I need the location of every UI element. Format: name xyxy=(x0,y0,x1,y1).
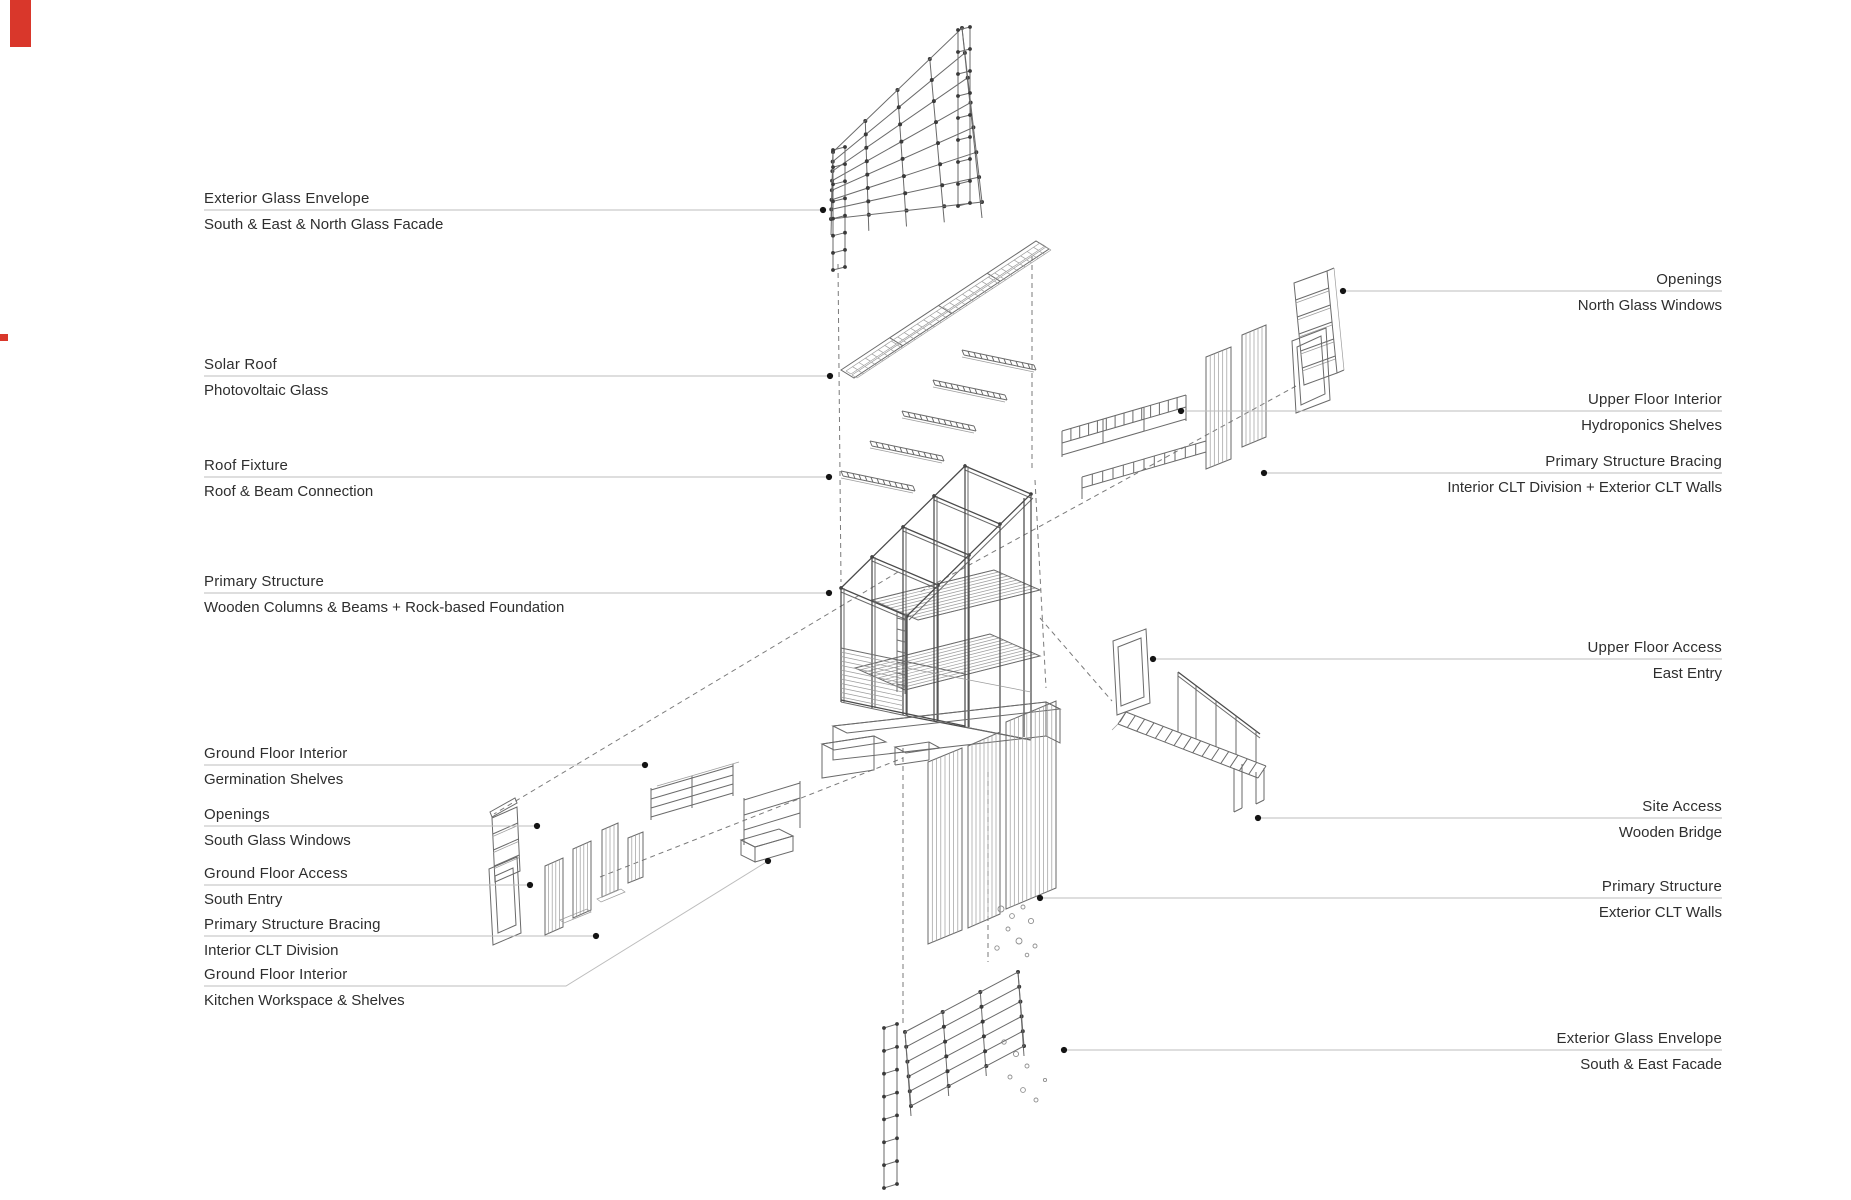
interior-clt-division-panels xyxy=(544,822,644,936)
east-entry-door xyxy=(1112,628,1151,716)
dashed-line xyxy=(919,385,1297,593)
label-title: Openings xyxy=(1656,271,1722,288)
leader-dot xyxy=(526,881,534,889)
leader-dot xyxy=(826,372,834,380)
dashed-line xyxy=(1034,479,1047,689)
red-scan-marks xyxy=(0,0,31,341)
leader-dot xyxy=(1260,469,1268,477)
label-subtitle: Roof & Beam Connection xyxy=(204,483,374,500)
label-subtitle: Photovoltaic Glass xyxy=(204,382,329,399)
dashed-line xyxy=(837,263,842,583)
rock-foundation xyxy=(820,701,1062,779)
red-mark-left-edge xyxy=(0,334,8,341)
dashed-line xyxy=(1039,617,1113,702)
label-title: Exterior Glass Envelope xyxy=(1556,1030,1722,1047)
south-entry-door xyxy=(488,856,522,946)
leader-dot xyxy=(1254,814,1262,822)
timber-frame-primary-structure xyxy=(839,464,1042,741)
label-subtitle: East Entry xyxy=(1652,665,1722,682)
label-subtitle: Exterior CLT Walls xyxy=(1598,904,1722,921)
label-title: Upper Floor Access xyxy=(1587,639,1722,656)
north-glass-windows xyxy=(1293,267,1345,386)
leader-dot xyxy=(533,822,541,830)
label-subtitle: Interior CLT Division xyxy=(204,942,339,959)
label-subtitle: South & East Facade xyxy=(1580,1056,1722,1073)
leader-dot xyxy=(1339,287,1347,295)
label-title: Solar Roof xyxy=(204,356,277,373)
leader-dot xyxy=(1177,407,1185,415)
label-subtitle: Interior CLT Division + Exterior CLT Wal… xyxy=(1447,479,1722,496)
solar-roof-photovoltaic-panel xyxy=(840,240,1052,379)
rocks xyxy=(994,904,1048,1103)
label-subtitle: North Glass Windows xyxy=(1577,297,1722,314)
leader-dot xyxy=(1060,1046,1068,1054)
germination-shelves xyxy=(650,761,740,820)
leader-dot xyxy=(641,761,649,769)
label-subtitle: South & East & North Glass Facade xyxy=(204,216,444,233)
label-title: Primary Structure Bracing xyxy=(204,916,381,933)
label-subtitle: Wooden Bridge xyxy=(1618,824,1722,841)
label-title: Roof Fixture xyxy=(204,457,289,474)
kitchen-workspace xyxy=(739,781,801,863)
north-glass-facade-panel xyxy=(829,25,984,272)
label-title: Ground Floor Interior xyxy=(204,966,348,983)
label-subtitle: Germination Shelves xyxy=(204,771,344,788)
clt-wall-panels-east xyxy=(1205,324,1331,470)
leader-dot xyxy=(592,932,600,940)
roof-beams xyxy=(840,349,1037,494)
label-title: Primary Structure xyxy=(1601,878,1722,895)
label-subtitle: Kitchen Workspace & Shelves xyxy=(204,992,405,1009)
projection-dashed-lines xyxy=(493,256,1297,1024)
label-subtitle: Hydroponics Shelves xyxy=(1581,417,1722,434)
leader-dot xyxy=(764,857,772,865)
leader-lines xyxy=(204,206,1722,1054)
hydroponics-shelves xyxy=(1061,394,1207,499)
leader-dot xyxy=(1036,894,1044,902)
dashed-line xyxy=(493,571,899,815)
label-title: Ground Floor Interior xyxy=(204,745,348,762)
label-title: Primary Structure Bracing xyxy=(1545,453,1722,470)
label-subtitle: South Glass Windows xyxy=(204,832,351,849)
south-east-glass-facade-panel xyxy=(882,970,1026,1190)
wooden-bridge xyxy=(1111,671,1267,813)
south-glass-windows xyxy=(489,797,521,883)
label-title: Exterior Glass Envelope xyxy=(204,190,370,207)
label-title: Primary Structure xyxy=(204,573,325,590)
exterior-clt-wall-panels xyxy=(927,700,1057,945)
leader-dot xyxy=(819,206,827,214)
label-subtitle: South Entry xyxy=(204,891,283,908)
label-title: Openings xyxy=(204,806,270,823)
label-title: Ground Floor Access xyxy=(204,865,348,882)
label-subtitle: Wooden Columns & Beams + Rock-based Foun… xyxy=(204,599,565,616)
leader-dot xyxy=(825,589,833,597)
label-title: Site Access xyxy=(1642,798,1722,815)
red-mark-top-left xyxy=(10,0,31,47)
leader-dot xyxy=(825,473,833,481)
leader-dot xyxy=(1149,655,1157,663)
label-title: Upper Floor Interior xyxy=(1587,391,1722,408)
dashed-line xyxy=(599,757,904,878)
leader-line xyxy=(204,860,769,987)
